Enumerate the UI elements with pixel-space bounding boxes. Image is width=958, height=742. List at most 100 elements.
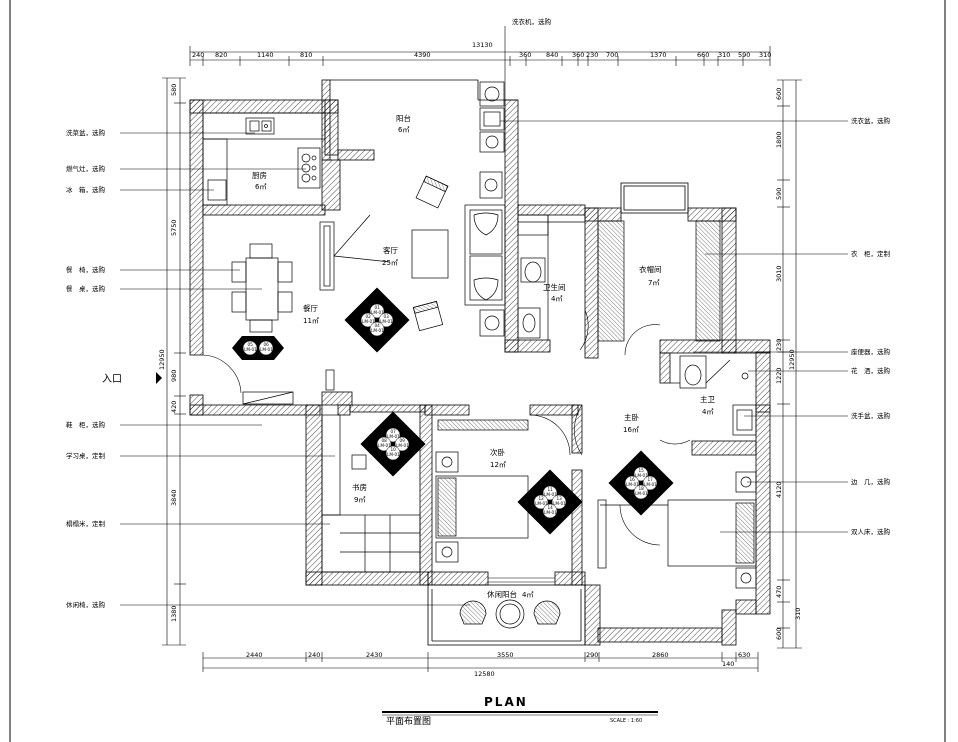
plan-subtitle: 平面布置图 (386, 715, 431, 727)
dim-label: 590 (775, 188, 783, 200)
dim-label: 240 (308, 651, 320, 659)
note-sink: 洗菜盆，选购 (66, 128, 106, 137)
dim-label: 820 (215, 51, 227, 59)
master-bath-fixtures (670, 355, 757, 436)
elevation-tag-second-bedroom: 11 LM-01 12 LM-01 13 LM-01 14 LM-01 (517, 469, 583, 535)
tag-label: 06 (264, 342, 270, 347)
dim-label: 580 (170, 84, 178, 96)
wardrobe (597, 220, 721, 342)
tag-label: 15 (639, 468, 645, 473)
dim-right-total: 12950 (788, 349, 796, 370)
dimension-bottom (202, 652, 759, 672)
dim-top-total: 13130 (472, 41, 493, 49)
dim-label: 660 (697, 51, 709, 59)
dim-label: 470 (775, 586, 783, 598)
tag-label: LM-01 (626, 482, 639, 487)
dim-label: 700 (606, 51, 618, 59)
room-name: 衣帽间 (639, 264, 662, 274)
dim-label: 3840 (170, 489, 178, 506)
dim-label: 1800 (775, 131, 783, 148)
tag-label: LM-01 (535, 501, 548, 506)
door-swings (202, 309, 691, 583)
tag-label: 18 (639, 486, 645, 491)
dim-label: 4390 (414, 51, 431, 59)
plan-scale: SCALE : 1:60 (610, 718, 642, 724)
dimension-top (189, 46, 771, 66)
room-name: 主卫 (700, 394, 715, 404)
room-name: 厨房 (252, 170, 267, 180)
tag-label: LM-01 (644, 482, 657, 487)
armchair (412, 175, 449, 332)
tag-label: 01 (375, 305, 381, 310)
note-shower: 花 洒，选购 (851, 366, 891, 375)
leisure-chairs (459, 599, 561, 629)
laundry-fixtures (479, 81, 505, 199)
room-area: 25㎡ (382, 259, 398, 267)
dim-label: 310 (759, 51, 771, 59)
elevation-tag-living: 01 LM-01 02 LM-01 03 LM-01 04 LM-01 (344, 287, 410, 353)
plan-title: PLAN (484, 695, 528, 709)
room-name: 主卧 (624, 412, 639, 422)
note-side-table: 边 几，选购 (851, 477, 891, 486)
leader-lines-left (120, 132, 470, 606)
room-name: 次卧 (490, 447, 505, 457)
tag-label: 08 (382, 438, 388, 443)
tag-label: 12 (539, 496, 545, 501)
tag-label: 03 (384, 314, 390, 319)
elevation-tag-study: 07 LM-01 08 LM-01 09 LM-01 10 LM-01 (360, 411, 426, 477)
note-double-bed: 双人床，选购 (851, 527, 891, 536)
dim-label: 240 (192, 51, 204, 59)
dim-label: 310 (718, 51, 730, 59)
tag-label: LM-01 (378, 443, 391, 448)
tag-label: 02 (366, 314, 372, 319)
room-name: 阳台 (396, 113, 411, 123)
note-stove: 燃气灶，选购 (66, 164, 106, 173)
dim-label: 590 (738, 51, 750, 59)
leader-lines-right (500, 26, 848, 533)
entry-arrow-icon (156, 372, 162, 384)
dim-label: 420 (170, 401, 178, 413)
double-bed (597, 471, 757, 589)
dim-label: 290 (586, 651, 598, 659)
room-area: 9㎡ (354, 496, 365, 504)
dim-label: 840 (546, 51, 558, 59)
tag-label: LM-01 (387, 434, 400, 439)
dim-label: 360 (519, 51, 531, 59)
room-area: 4㎡ (522, 591, 533, 599)
dim-label: 230 (586, 51, 598, 59)
dim-label: 1140 (257, 51, 274, 59)
room-area: 6㎡ (255, 183, 266, 191)
room-area: 12㎡ (490, 461, 506, 469)
tag-label: LM-01 (387, 452, 400, 457)
dim-label: 600 (775, 628, 783, 640)
dim-label: 2430 (366, 651, 383, 659)
dim-label: 2860 (652, 651, 669, 659)
note-washing-machine: 洗衣机，选购 (512, 17, 552, 26)
notes-right: 洗衣盆，选购 衣 柜，定制 座便器，选购 花 洒，选购 洗手盆，选购 边 几，选… (512, 17, 891, 536)
dim-label: 630 (738, 651, 750, 659)
tag-label: 17 (648, 477, 654, 482)
room-area: 4㎡ (702, 408, 713, 416)
study-furniture (321, 414, 421, 573)
tag-label: LM-01 (260, 347, 273, 352)
dim-bottom-labels: 2440 240 2430 3550 290 2860 630 140 1258… (246, 651, 750, 678)
dim-label: 1380 (170, 605, 178, 622)
room-name: 客厅 (383, 245, 398, 255)
room-area: 6㎡ (398, 126, 409, 134)
dim-label: 1220 (775, 367, 783, 384)
dim-label: 230 (775, 339, 783, 351)
note-lounge-chair: 休闲椅，选购 (66, 600, 106, 609)
note-fridge: 冰 箱，选购 (66, 185, 106, 194)
bathroom-fixtures (517, 214, 585, 340)
note-desk: 学习桌，定制 (66, 451, 106, 460)
room-labels: 阳台 6㎡ 厨房 6㎡ 客厅 25㎡ 餐厅 11㎡ 卫生间 4㎡ 衣帽间 7㎡ … (252, 113, 715, 599)
dim-label: 810 (300, 51, 312, 59)
single-bed (435, 419, 529, 563)
tag-label: LM-01 (244, 347, 257, 352)
dimension-left (162, 77, 186, 646)
dim-label: 600 (775, 88, 783, 100)
balcony-outline (330, 79, 689, 646)
tag-label: 13 (557, 496, 563, 501)
tag-label: LM-01 (362, 319, 375, 324)
